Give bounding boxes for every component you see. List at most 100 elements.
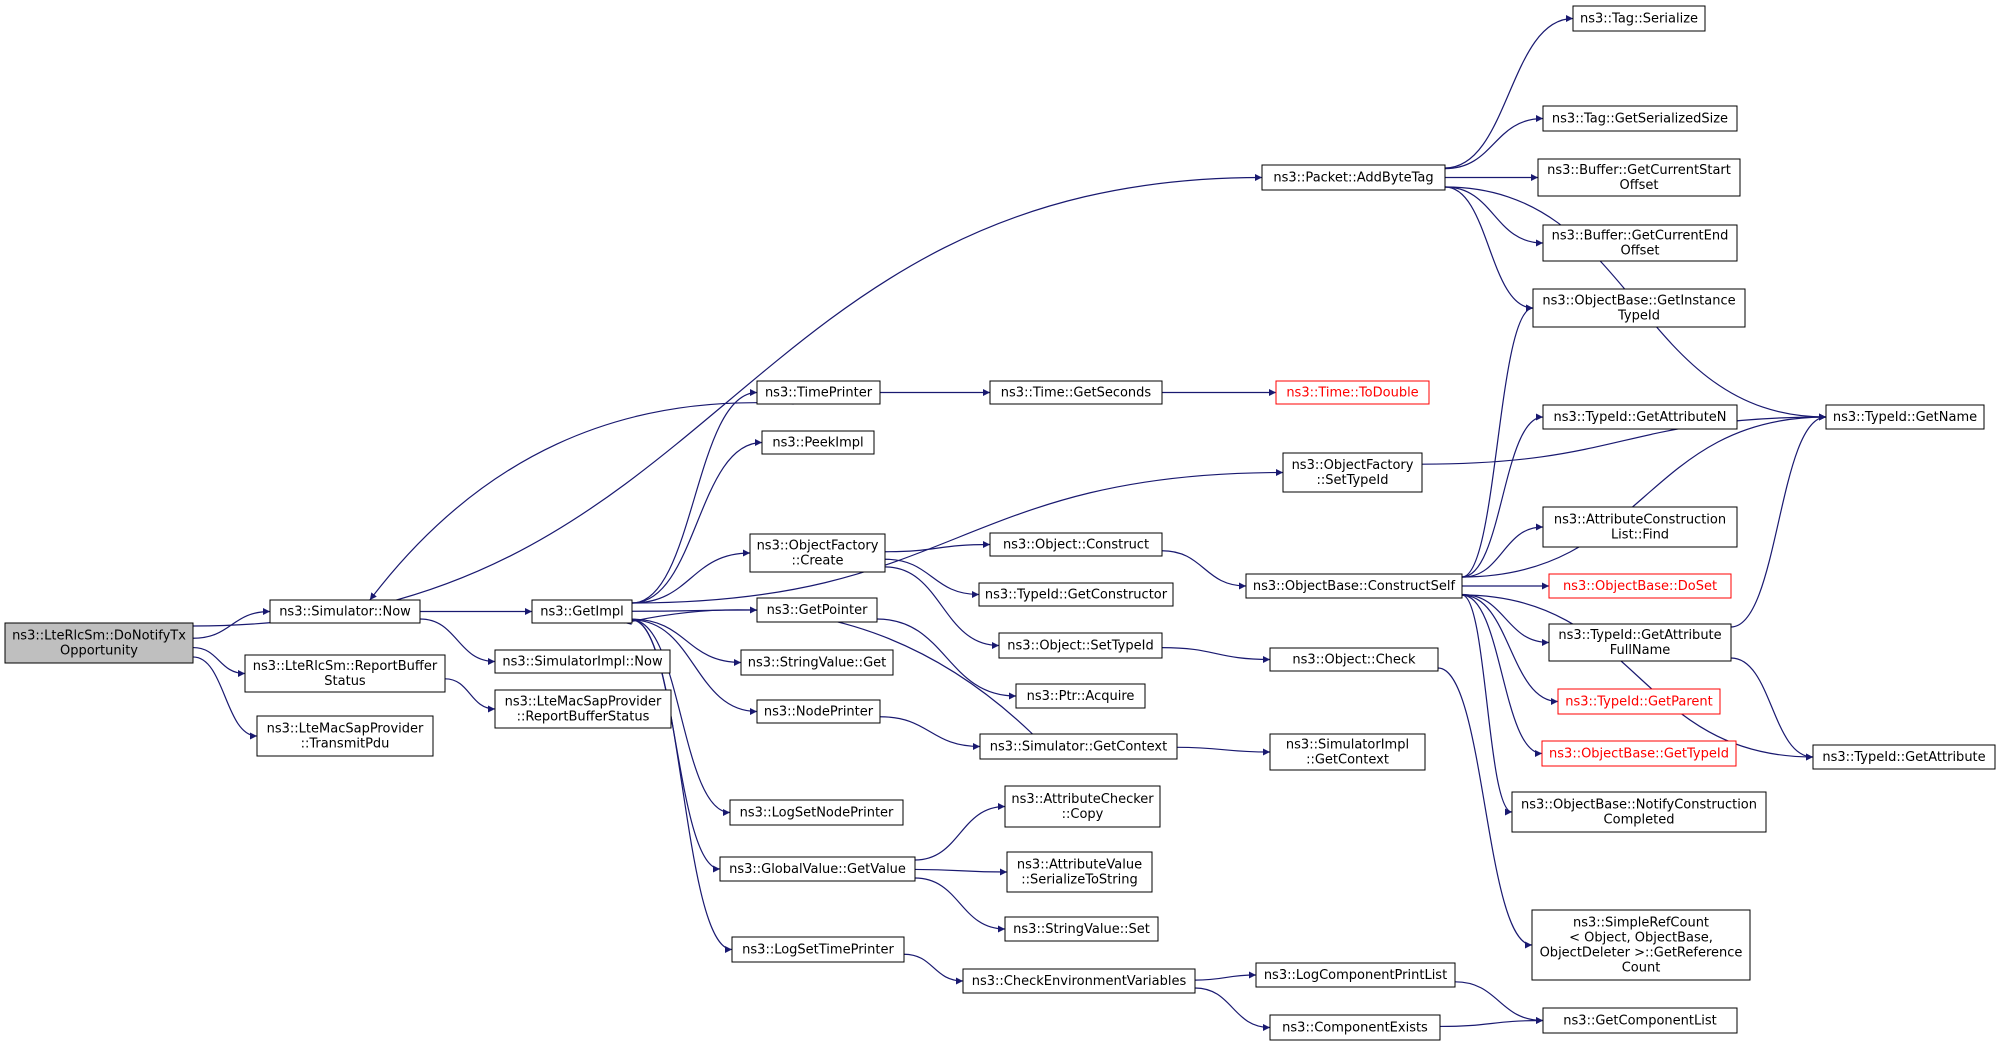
function-node-simplerefcount[interactable]: ns3::SimpleRefCount< Object, ObjectBase,… bbox=[1531, 909, 1751, 981]
function-node-object-construct[interactable]: ns3::Object::Construct bbox=[989, 532, 1163, 557]
function-node-get-pointer[interactable]: ns3::GetPointer bbox=[756, 597, 878, 623]
function-node-typeid-getconstructor[interactable]: ns3::TypeId::GetConstructor bbox=[978, 582, 1174, 607]
node-label-line: ns3::Object::SetTypeId bbox=[1007, 639, 1153, 654]
function-node-ptr-acquire[interactable]: ns3::Ptr::Acquire bbox=[1015, 683, 1146, 709]
function-node-time-printer[interactable]: ns3::TimePrinter bbox=[756, 380, 881, 405]
node-label-line: Status bbox=[324, 674, 366, 689]
function-node-typeid-getparent[interactable]: ns3::TypeId::GetParent bbox=[1557, 688, 1721, 715]
node-box bbox=[1531, 909, 1751, 981]
call-edge-ob_constructself-to-typeid_getattribute bbox=[1461, 594, 1814, 761]
node-box bbox=[1541, 740, 1737, 767]
function-node-typeid-getattribute[interactable]: ns3::TypeId::GetAttribute bbox=[1812, 744, 1996, 770]
function-node-packet-addbytetag[interactable]: ns3::Packet::AddByteTag bbox=[1261, 164, 1446, 191]
function-node-simimpl-now[interactable]: ns3::SimulatorImpl::Now bbox=[494, 649, 671, 674]
call-edge-report_buffer-to-mac_report bbox=[444, 678, 496, 713]
function-node-log-set-node-printer[interactable]: ns3::LogSetNodePrinter bbox=[729, 799, 904, 826]
call-edge-get_impl-to-stringvalue_get bbox=[631, 618, 742, 666]
function-node-transmit-pdu[interactable]: ns3::LteMacSapProvider::TransmitPdu bbox=[256, 715, 434, 757]
function-node-get-component-list[interactable]: ns3::GetComponentList bbox=[1542, 1007, 1738, 1034]
call-edge-sim_getcontext-to-simimpl_getcontext bbox=[1176, 746, 1271, 756]
function-node-sim-getcontext[interactable]: ns3::Simulator::GetContext bbox=[979, 733, 1178, 760]
function-node-attrvalue-serialize[interactable]: ns3::AttributeValue::SerializeToString bbox=[1006, 851, 1153, 893]
call-edge-do_notify-to-packet_addbytetag bbox=[192, 174, 1263, 627]
node-box bbox=[494, 649, 671, 674]
node-label-line: < Object, ObjectBase, bbox=[1569, 931, 1713, 946]
function-node-mac-report[interactable]: ns3::LteMacSapProvider::ReportBufferStat… bbox=[494, 689, 672, 729]
call-edge-get_impl-to-time_printer bbox=[631, 389, 758, 604]
function-node-tag-serialize[interactable]: ns3::Tag::Serialize bbox=[1572, 5, 1706, 32]
function-node-time-getseconds[interactable]: ns3::Time::GetSeconds bbox=[989, 380, 1163, 405]
function-node-of-create[interactable]: ns3::ObjectFactory::Create bbox=[749, 533, 886, 573]
call-edge-gv_getvalue-to-attrchecker_copy bbox=[914, 803, 1006, 861]
call-edge-typeid_getattrfullname-to-typeid_getattribute bbox=[1730, 657, 1814, 761]
call-edge-do_notify-to-transmit_pdu bbox=[192, 656, 258, 740]
call-edge-of_create-to-typeid_getconstructor bbox=[884, 558, 980, 598]
node-box bbox=[756, 699, 881, 724]
function-node-ob-doset[interactable]: ns3::ObjectBase::DoSet bbox=[1548, 573, 1732, 599]
function-node-ob-gettypeid[interactable]: ns3::ObjectBase::GetTypeId bbox=[1541, 740, 1737, 767]
function-node-stringvalue-set[interactable]: ns3::StringValue::Set bbox=[1004, 916, 1159, 942]
node-label-line: ns3::SimulatorImpl::Now bbox=[502, 655, 663, 670]
function-node-log-component-printlist[interactable]: ns3::LogComponentPrintList bbox=[1255, 962, 1456, 988]
function-node-stringvalue-get[interactable]: ns3::StringValue::Get bbox=[740, 649, 894, 676]
node-label-line: ns3::AttributeConstruction bbox=[1554, 513, 1726, 528]
call-edge-ob_constructself-to-ob_notify bbox=[1461, 594, 1513, 816]
node-box bbox=[1282, 452, 1423, 493]
node-label-line: Completed bbox=[1604, 813, 1675, 828]
function-node-check-env[interactable]: ns3::CheckEnvironmentVariables bbox=[962, 968, 1196, 994]
node-box bbox=[4, 622, 194, 664]
node-label-line: ns3::ObjectFactory bbox=[757, 539, 879, 554]
function-node-object-settypeid[interactable]: ns3::Object::SetTypeId bbox=[998, 632, 1163, 659]
call-edge-get_impl-to-log_set_node_printer bbox=[631, 619, 731, 816]
function-node-tag-getserializedsize[interactable]: ns3::Tag::GetSerializedSize bbox=[1542, 105, 1738, 132]
function-node-peek-impl[interactable]: ns3::PeekImpl bbox=[761, 430, 875, 455]
node-label-line: ::SerializeToString bbox=[1021, 873, 1137, 888]
function-node-ob-constructself[interactable]: ns3::ObjectBase::ConstructSelf bbox=[1245, 573, 1463, 599]
function-node-of-settypeid[interactable]: ns3::ObjectFactory::SetTypeId bbox=[1282, 452, 1423, 493]
node-label-line: Offset bbox=[1619, 178, 1658, 193]
node-label-line: ns3::GlobalValue::GetValue bbox=[729, 862, 906, 877]
node-box bbox=[1261, 164, 1446, 191]
node-label-line: ns3::LteRlcSm::ReportBuffer bbox=[253, 659, 438, 674]
function-node-component-exists[interactable]: ns3::ComponentExists bbox=[1269, 1014, 1441, 1041]
call-edge-object_settypeid-to-object_check bbox=[1161, 647, 1271, 663]
function-node-node-printer[interactable]: ns3::NodePrinter bbox=[756, 699, 881, 724]
call-edge-ob_constructself-to-attr_construction_find bbox=[1461, 523, 1544, 578]
call-edge-get_pointer-to-ptr_acquire bbox=[876, 618, 1017, 700]
node-box bbox=[731, 936, 905, 963]
function-node-log-set-time-printer[interactable]: ns3::LogSetTimePrinter bbox=[731, 936, 905, 963]
function-node-get-impl[interactable]: ns3::GetImpl bbox=[531, 599, 633, 624]
function-node-object-check[interactable]: ns3::Object::Check bbox=[1269, 647, 1439, 672]
node-label-line: ns3::AttributeChecker bbox=[1011, 792, 1154, 807]
function-node-time-todouble[interactable]: ns3::Time::ToDouble bbox=[1275, 380, 1430, 405]
call-edge-typeid_getattrfullname-to-typeid_getname bbox=[1730, 413, 1827, 628]
call-edge-get_impl-to-of_create bbox=[631, 549, 751, 604]
function-node-report-buffer[interactable]: ns3::LteRlcSm::ReportBufferStatus bbox=[244, 654, 446, 693]
function-node-typeid-getattributen[interactable]: ns3::TypeId::GetAttributeN bbox=[1542, 404, 1738, 430]
node-box bbox=[1269, 647, 1439, 672]
function-node-typeid-getname[interactable]: ns3::TypeId::GetName bbox=[1825, 404, 1985, 430]
node-box bbox=[1825, 404, 1985, 430]
node-box bbox=[719, 856, 916, 882]
function-node-gv-getvalue[interactable]: ns3::GlobalValue::GetValue bbox=[719, 856, 916, 882]
node-label-line: ns3::PeekImpl bbox=[772, 436, 863, 451]
function-node-sim-now[interactable]: ns3::Simulator::Now bbox=[269, 599, 421, 624]
call-edge-sim_getcontext-to-get_impl bbox=[624, 609, 1033, 735]
call-edge-sim_now-to-simimpl_now bbox=[419, 618, 496, 665]
node-label-line: ns3::Tag::GetSerializedSize bbox=[1552, 112, 1728, 127]
function-node-attrchecker-copy[interactable]: ns3::AttributeChecker::Copy bbox=[1004, 785, 1161, 828]
node-label-line: ns3::Object::Construct bbox=[1003, 538, 1149, 553]
call-edge-do_notify-to-report_buffer bbox=[192, 646, 246, 677]
node-label-line: ns3::StringValue::Get bbox=[748, 656, 886, 671]
node-label-line: ::Create bbox=[792, 554, 844, 569]
node-box bbox=[1542, 506, 1738, 548]
function-node-simimpl-getcontext[interactable]: ns3::SimulatorImpl::GetContext bbox=[1269, 733, 1426, 771]
call-edge-of_create-to-object_construct bbox=[884, 541, 991, 553]
node-box bbox=[1511, 791, 1767, 833]
function-node-ob-notify[interactable]: ns3::ObjectBase::NotifyConstructionCompl… bbox=[1511, 791, 1767, 833]
